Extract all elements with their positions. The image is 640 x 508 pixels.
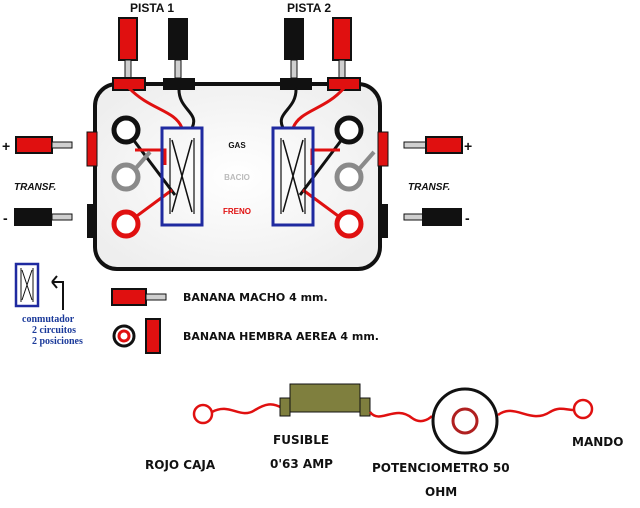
- right-terminal-black: [334, 115, 364, 145]
- rojo-caja-label: ROJO CAJA: [145, 458, 216, 472]
- banana-hembra-label: BANANA HEMBRA AEREA 4 mm.: [183, 330, 379, 343]
- left-terminal-red: [111, 209, 141, 239]
- fuse-icon: [289, 383, 361, 413]
- conmutador-line1: conmutador: [22, 314, 75, 325]
- switch-left: [160, 126, 204, 227]
- pista-1-red-plug: [118, 17, 138, 79]
- transf-left-label: TRANSF.: [14, 182, 56, 193]
- mando-label: MANDO: [572, 435, 623, 449]
- right-minus-label: -: [465, 210, 470, 226]
- potenciometro-line1: POTENCIOMETRO 50: [372, 461, 510, 475]
- pista-2-black-plug: [284, 18, 304, 79]
- freno-label: FRENO: [223, 207, 251, 216]
- pista-2-red-plug: [332, 17, 352, 79]
- conmutador-line2: 2 circuitos: [32, 325, 76, 336]
- right-plus-plug: [403, 136, 463, 154]
- right-terminal-red: [334, 209, 364, 239]
- right-terminal-grey: [334, 150, 376, 192]
- top-jack-black-left: [163, 78, 195, 90]
- side-jack-right-plus: [377, 131, 389, 167]
- pista-1-label: PISTA 1: [130, 1, 174, 15]
- side-jack-left-minus: [87, 204, 97, 238]
- banana-macho-label: BANANA MACHO 4 mm.: [183, 291, 328, 304]
- potenciometro-line2: OHM: [425, 485, 457, 499]
- control-circuit: [192, 383, 594, 455]
- top-jack-black-right: [280, 78, 312, 90]
- pista-1-black-plug: [168, 18, 188, 79]
- right-plus-label: +: [464, 138, 472, 154]
- mando-terminal: [572, 398, 594, 420]
- transf-right-label: TRANSF.: [408, 182, 450, 193]
- left-terminal-grey: [111, 150, 152, 192]
- left-terminal-black: [111, 115, 141, 145]
- bacio-label: BACIO: [224, 173, 250, 182]
- gas-label: GAS: [228, 141, 246, 150]
- conmutador-line3: 2 posiciones: [32, 336, 83, 347]
- left-plus-plug: [15, 136, 73, 154]
- side-jack-left-plus: [86, 131, 98, 167]
- pista-2-label: PISTA 2: [287, 1, 331, 15]
- control-box: [93, 82, 382, 271]
- right-minus-plug: [403, 208, 462, 226]
- switch-right: [271, 126, 315, 227]
- fusible-line2: 0'63 AMP: [270, 457, 333, 471]
- conmutador-icon: [14, 262, 64, 310]
- left-minus-plug: [14, 208, 73, 226]
- left-plus-label: +: [2, 138, 10, 154]
- fusible-line1: FUSIBLE: [273, 433, 329, 447]
- banana-hembra-icon: [112, 318, 161, 354]
- left-minus-label: -: [3, 210, 8, 226]
- banana-macho-icon: [111, 288, 167, 306]
- rojo-caja-terminal: [192, 403, 214, 425]
- side-jack-right-minus: [378, 204, 388, 238]
